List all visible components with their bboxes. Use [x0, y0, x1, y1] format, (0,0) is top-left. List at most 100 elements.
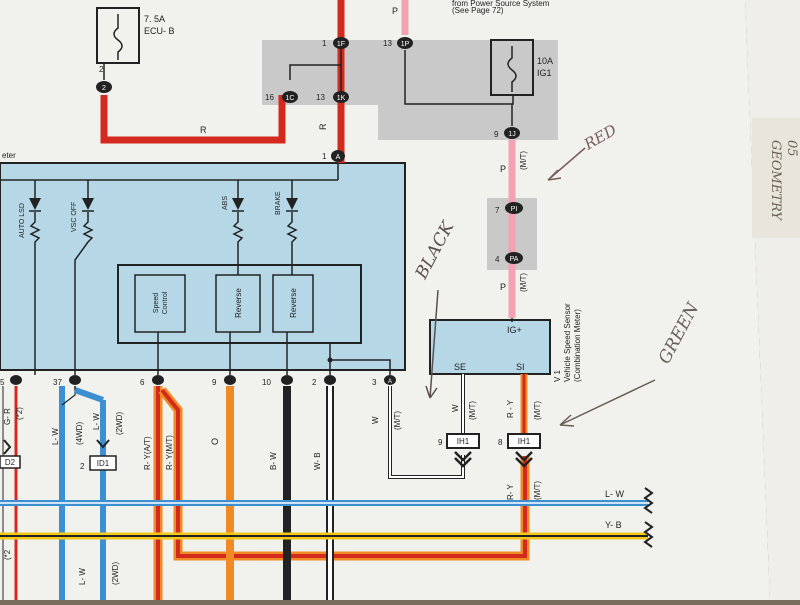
- wire-label: R: [200, 125, 207, 135]
- sensor-pin-label: SI: [516, 362, 525, 372]
- plug-chevron: [454, 451, 472, 468]
- reverse-label: Reverse: [234, 288, 243, 318]
- connector-number: 16: [265, 93, 274, 102]
- wire-label-sub: (4WD): [75, 422, 84, 445]
- side-tab-text-1: 05: [784, 140, 799, 157]
- wire-label: R: [318, 123, 328, 130]
- junction-id2: [0, 455, 21, 469]
- connector-glyph: [333, 37, 349, 49]
- fuse-ecu-b: [96, 7, 140, 64]
- connector-glyph: [397, 37, 413, 49]
- speed-control-label-2: Control: [162, 291, 169, 314]
- connector-number: 13: [383, 39, 392, 48]
- led-abs: [232, 180, 244, 275]
- annotation-arrow: [425, 289, 439, 399]
- annotation-arrow: [559, 379, 656, 427]
- led-label: VSC OFF: [71, 202, 78, 232]
- junction-ih1-b: [507, 433, 541, 449]
- connector-glyph-label: 2: [102, 85, 106, 92]
- sensor-pin-label: SE: [454, 362, 466, 372]
- fuse-ig1: [490, 39, 534, 96]
- fuse-symbol: [113, 14, 123, 60]
- plug-chevron: [515, 451, 533, 468]
- wire-thin: [404, 50, 514, 105]
- pin-number: 6: [140, 378, 145, 387]
- pin-glyph: [152, 375, 164, 385]
- connector-number: 1: [322, 39, 327, 48]
- wire-label-sub: (2WD): [111, 562, 120, 585]
- combination-meter-box: [0, 162, 406, 371]
- wire-label: W: [451, 404, 460, 412]
- led-auto-lsd: [29, 180, 41, 375]
- connector-number: 13: [316, 93, 325, 102]
- wire-label-sub: (2WD): [115, 412, 124, 435]
- wire-label: R - Y: [506, 399, 515, 418]
- wire-thin: [289, 64, 341, 80]
- wire-label-sub: (M/T): [519, 151, 528, 170]
- pin-glyph: [224, 375, 236, 385]
- wire-label: (*2): [15, 407, 24, 420]
- wire-label: L- W: [78, 568, 87, 585]
- wire-label: B- W: [269, 452, 278, 470]
- fuse-top-amps: 7. 5A: [144, 14, 165, 24]
- wire-label: R- Y: [506, 483, 515, 500]
- connector-number: 7: [495, 206, 500, 215]
- wire-label: R- Y(M/T): [165, 435, 174, 470]
- wire-label-sub: (M/T): [533, 481, 542, 500]
- connector-glyph-label: 1P: [401, 41, 410, 48]
- pin-row: 5 37 6 9 10 2 3 A: [0, 375, 396, 387]
- junction-label: IH1: [457, 437, 470, 446]
- fuse-ig1-amps: 10A: [537, 56, 553, 66]
- meter-label: eter: [2, 151, 16, 160]
- wire-label-sub: (M/T): [519, 273, 528, 292]
- fuse-symbol: [507, 46, 517, 92]
- wire-label: R- Y(A/T): [143, 436, 152, 470]
- connector-glyph-label: PI: [511, 206, 518, 213]
- connector-number: 9: [438, 438, 443, 447]
- sensor-name: Vehicle Speed Sensor: [563, 303, 572, 382]
- connector-glyph: [504, 127, 520, 139]
- pin-number: 9: [212, 378, 217, 387]
- side-tab-text-2: GEOMETRY: [768, 140, 783, 221]
- wire-label-sub: (M/T): [533, 401, 542, 420]
- bus-label: Y- B: [605, 520, 622, 530]
- power-source-note: (See Page 72): [452, 6, 504, 15]
- connector-number: 2: [99, 65, 104, 74]
- wire-label-sub: (M/T): [468, 401, 477, 420]
- wire-label: G- R: [3, 408, 12, 425]
- wire-label: O: [210, 438, 220, 445]
- connector-glyph: [333, 91, 349, 103]
- wire-red: [100, 95, 286, 144]
- reverse-block-1: [215, 274, 261, 333]
- junction-label: D2: [5, 458, 16, 467]
- connector-glyph-label: 1F: [337, 41, 345, 48]
- connector-glyph-label: 1K: [337, 95, 346, 102]
- wire-blue: [73, 387, 105, 403]
- vehicle-speed-sensor-box: [429, 319, 551, 375]
- side-tab: [752, 118, 800, 238]
- pin-glyph: [384, 375, 396, 385]
- junction-label: ID1: [97, 459, 110, 468]
- bus-break: [643, 487, 654, 514]
- annotation-arrow: [547, 147, 586, 181]
- connector-glyph: [505, 252, 523, 264]
- led-label: ABS: [222, 196, 229, 210]
- wire-label-sub: (M/T): [393, 411, 402, 430]
- led-label: BRAKE: [275, 191, 282, 215]
- pin-number: 37: [53, 378, 62, 387]
- wire-red-stripe: [160, 388, 527, 558]
- connector-number: 9: [494, 130, 499, 139]
- wire-label: P: [500, 164, 506, 174]
- pin-number: 5: [0, 378, 5, 387]
- speed-control-label-1: Speed: [153, 293, 160, 313]
- wire-label: W- B: [313, 452, 322, 470]
- reverse-block-2: [272, 274, 314, 333]
- sensor-pin-label: IG+: [507, 325, 522, 335]
- pin-number: 10: [262, 378, 271, 387]
- bus-break: [643, 521, 654, 548]
- plug-chevron: [3, 439, 12, 455]
- power-source-note: from Power Source System: [452, 0, 550, 8]
- junction-label: IH1: [518, 437, 531, 446]
